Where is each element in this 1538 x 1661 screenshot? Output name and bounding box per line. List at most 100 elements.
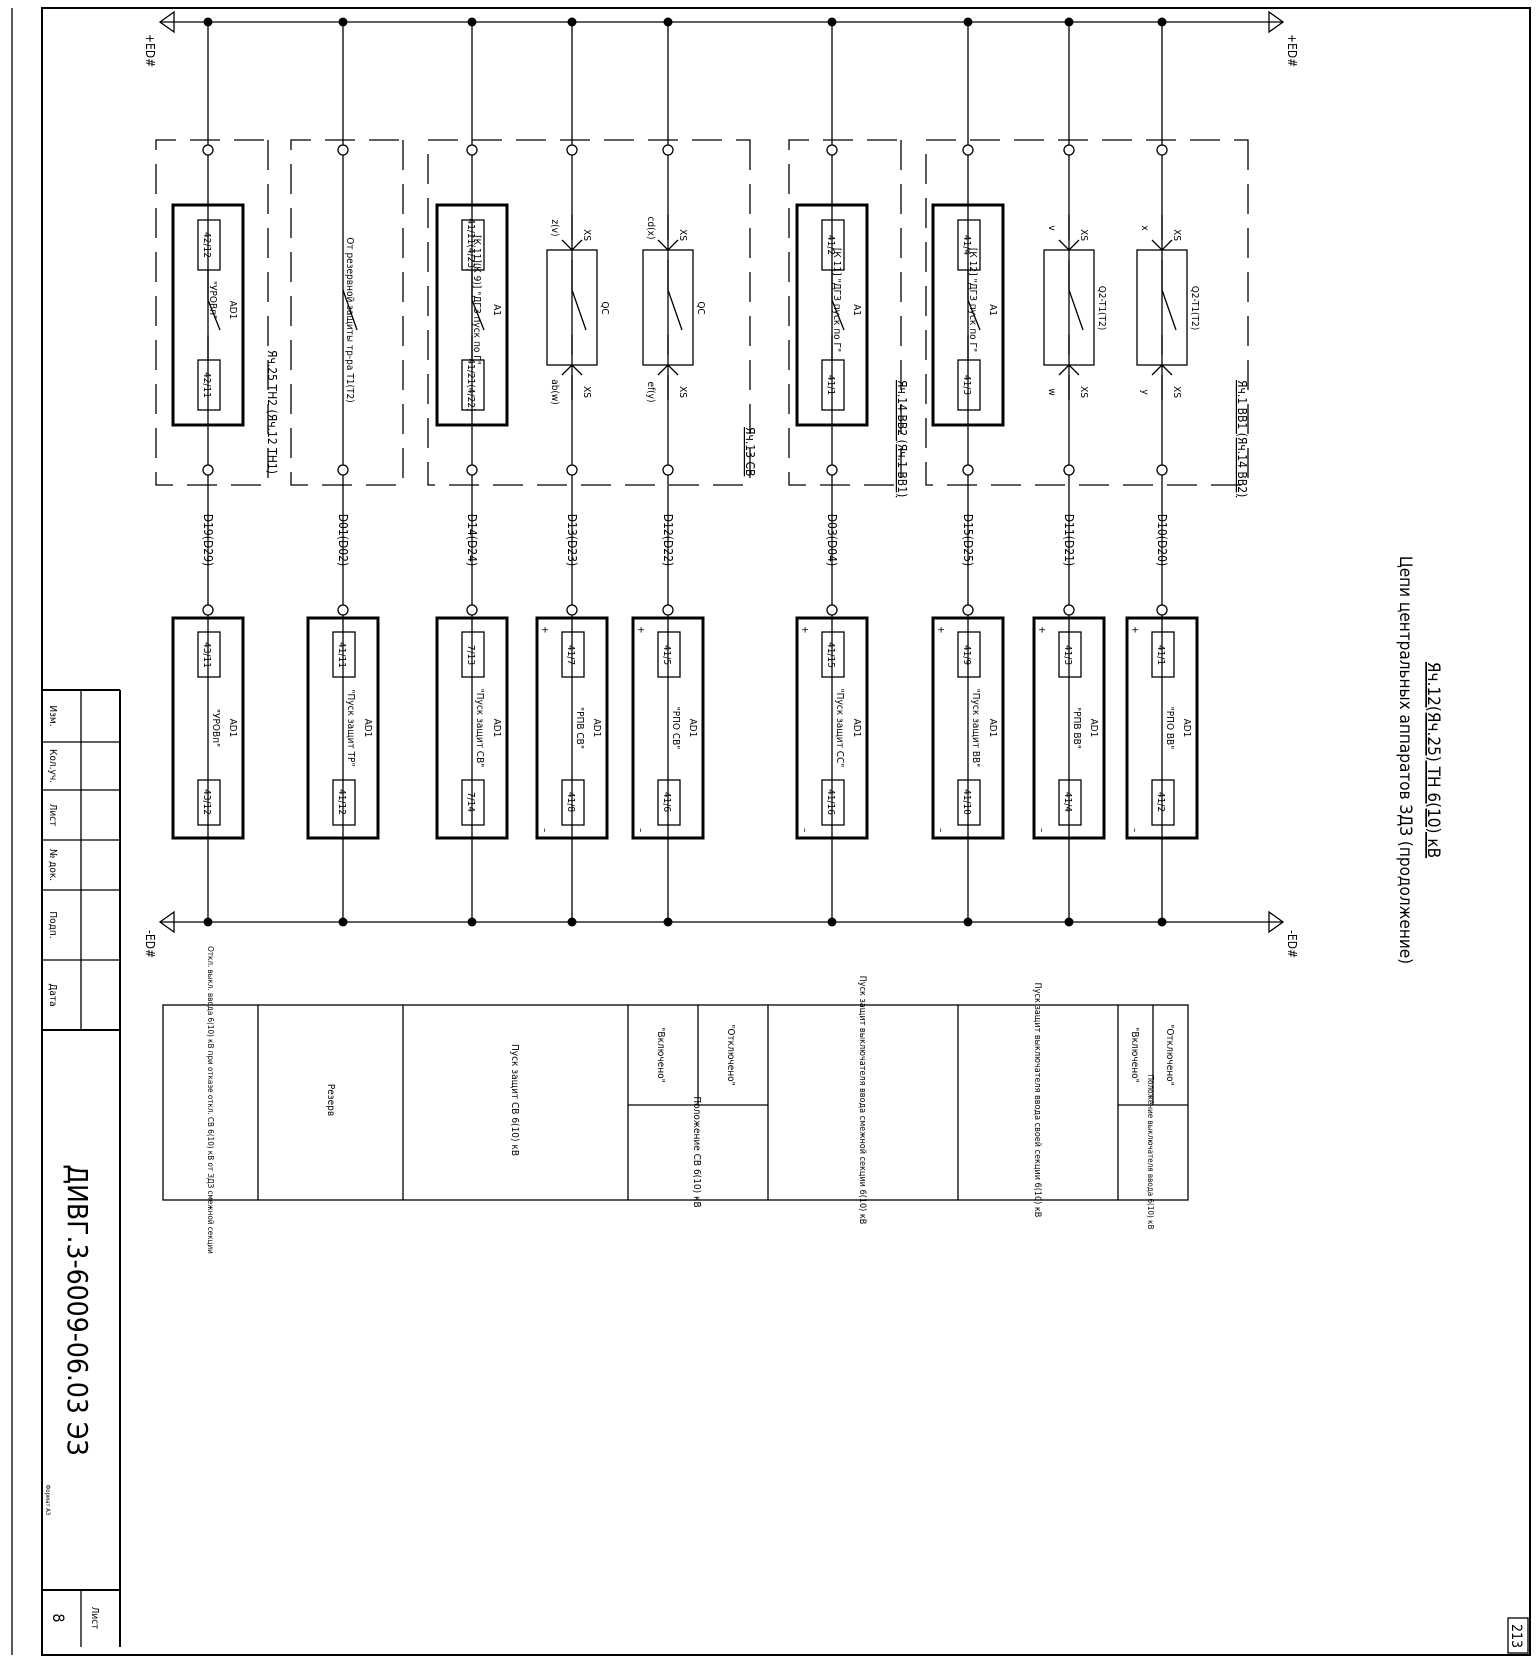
circuit-column-9: D19(D29)42/1242/11AD1"УРОВп"43/1143/12AD…	[171, 17, 245, 927]
connector-label-bottom: XS	[581, 386, 592, 398]
contact-label: QC	[695, 301, 706, 314]
terminal-box	[1151, 631, 1175, 678]
bus-plus-arrow-top	[158, 10, 175, 34]
function-label: "РПВ СВ"	[574, 707, 585, 749]
terminal-box	[197, 631, 221, 678]
connector-symbol	[561, 215, 583, 400]
polarity-minus: –	[635, 828, 646, 833]
terminal-circle	[1063, 604, 1075, 616]
device-label: AD1	[687, 719, 698, 738]
aux-contact	[1161, 260, 1177, 355]
terminal-box	[461, 631, 485, 678]
terminal-label: 41/3	[1062, 645, 1073, 665]
relay-contact	[967, 270, 981, 360]
circuit-column-4: D03(D04)41/241/1A1[К 11] "ДГЗ пуск по Г"…	[795, 17, 869, 927]
connector-label-top: XS	[1078, 229, 1089, 241]
terminal-circle	[466, 604, 478, 616]
terminal-box	[957, 359, 981, 411]
polarity-plus: +	[1129, 626, 1140, 634]
device-label: A1	[851, 304, 862, 316]
polarity-minus: –	[1036, 828, 1047, 833]
legend-cell-10: Резерв	[325, 1084, 336, 1116]
terminal-box	[197, 359, 221, 411]
bus-minus-label-left: -ED#	[143, 930, 157, 958]
relay-module-box	[435, 203, 509, 427]
terminal-label: 41/1	[1155, 645, 1166, 665]
relay-module-box	[795, 203, 869, 427]
function-label: "Пуск защит СС"	[834, 689, 845, 768]
function-label: "УРОВп"	[210, 709, 221, 747]
terminal-box	[561, 631, 585, 678]
terminal-circle	[1156, 144, 1168, 156]
device-label: AD1	[1088, 719, 1099, 738]
terminal-box	[561, 779, 585, 826]
connector-pin-upper: x	[1139, 225, 1150, 231]
terminal-circle	[962, 604, 974, 616]
bus-plus-label-right: +ED#	[1285, 34, 1299, 67]
polarity-plus: +	[1036, 626, 1047, 634]
terminal-circle	[962, 464, 974, 476]
group-label-sv: Яч.13 СВ	[743, 427, 757, 476]
connector-pin-upper: v	[1046, 225, 1057, 231]
legend-cell-6: "Отключено"	[725, 1024, 736, 1086]
aux-contact	[667, 260, 683, 355]
aux-contact	[571, 260, 587, 355]
terminal-label: 42/11	[201, 372, 212, 398]
terminal-circle	[1156, 604, 1168, 616]
circuit-column-5: D12(D22)XSXScd(x)ef(y)QC41/541/6AD1"РПО …	[631, 17, 706, 927]
circuit-label: D03(D04)	[825, 514, 839, 567]
terminal-circle	[962, 144, 974, 156]
terminal-circle	[566, 144, 578, 156]
polarity-plus: +	[539, 626, 550, 634]
title-block-header: Кол.уч.	[47, 749, 58, 783]
bus-plus-arrow-bottom	[1268, 10, 1285, 34]
sheet-number: 8	[49, 1613, 68, 1622]
circuit-label: D15(D25)	[961, 514, 975, 567]
terminal-circle	[1156, 464, 1168, 476]
legend-cell-2: "Включено"	[1129, 1027, 1140, 1082]
device-label: A1	[987, 304, 998, 316]
legend-cell-5: Пуск защит выключателя ввода смежной сек…	[857, 976, 867, 1225]
connector-label-top: XS	[1171, 229, 1182, 241]
device-label: AD1	[851, 719, 862, 738]
device-label: AD1	[227, 301, 238, 320]
connector-symbol	[1151, 215, 1173, 400]
terminal-box	[197, 219, 221, 271]
terminal-box	[821, 779, 845, 826]
device-label: AD1	[987, 719, 998, 738]
title-block-header: № док.	[47, 849, 58, 881]
legend-cell-4: Пуск защит выключателя ввода своей секци…	[1032, 983, 1042, 1218]
terminal-label: 41/10	[961, 789, 972, 815]
contact-label: Q2-T1(T2)	[1096, 286, 1107, 331]
relay-contact	[831, 270, 845, 360]
terminal-label: 41/5	[661, 645, 672, 665]
terminal-circle	[662, 464, 674, 476]
connector-pin-lower: ef(y)	[645, 381, 656, 402]
terminal-label: 41/3	[961, 375, 972, 395]
group-label-vv2: Яч.14 ВВ2 (Яч.1 ВВ1)	[895, 380, 909, 497]
terminal-label: 43/11	[201, 642, 212, 668]
terminal-circle	[202, 604, 214, 616]
legend-cell-7: "Включено"	[655, 1027, 666, 1082]
terminal-label: 41/8	[565, 792, 576, 812]
terminal-box	[957, 631, 981, 678]
connector-label-top: XS	[581, 229, 592, 241]
terminal-label: 42/12	[201, 232, 212, 258]
terminal-circle	[662, 144, 674, 156]
group-box-vv1	[925, 139, 1249, 486]
polarity-minus: –	[799, 828, 810, 833]
function-label: "РПВ ВВ"	[1071, 707, 1082, 749]
terminal-box	[957, 779, 981, 826]
group-box-vv2	[788, 139, 902, 486]
circuit-label: D11(D21)	[1062, 514, 1076, 567]
device-label: AD1	[227, 719, 238, 738]
terminal-circle	[337, 144, 349, 156]
connector-symbol	[1058, 215, 1080, 400]
connector-pin-upper: cd(x)	[645, 216, 656, 239]
source-description: От резервной защиты тр-ра Т1(Т2)	[344, 237, 355, 402]
terminal-circle	[466, 144, 478, 156]
terminal-box	[461, 359, 485, 411]
